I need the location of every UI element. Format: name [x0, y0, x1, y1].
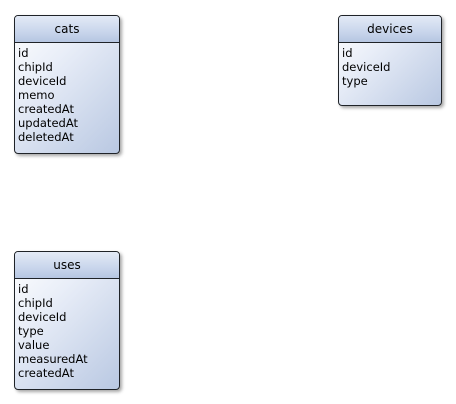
entity-field: deviceId [18, 74, 67, 88]
entity-field-list: id deviceId type [339, 43, 441, 88]
entity-field: id [342, 46, 353, 60]
entity-field: id [18, 46, 29, 60]
entity-devices[interactable]: devices id deviceId type [338, 15, 442, 106]
entity-field: deletedAt [18, 130, 74, 144]
entity-field: id [18, 282, 29, 296]
entity-field: deviceId [342, 60, 391, 74]
entity-field: memo [18, 88, 55, 102]
entity-cats[interactable]: cats id chipId deviceId memo createdAt u… [14, 15, 120, 154]
entity-field: createdAt [18, 366, 74, 380]
entity-uses[interactable]: uses id chipId deviceId type value measu… [14, 251, 120, 390]
entity-field: value [18, 338, 50, 352]
entity-field: updatedAt [18, 116, 78, 130]
entity-field-list: id chipId deviceId memo createdAt update… [15, 43, 119, 144]
entity-field: deviceId [18, 310, 67, 324]
entity-field: createdAt [18, 102, 74, 116]
entity-title: devices [339, 16, 441, 43]
entity-title: uses [15, 252, 119, 279]
entity-title: cats [15, 16, 119, 43]
entity-field: chipId [18, 296, 53, 310]
entity-field: type [342, 74, 368, 88]
entity-field: type [18, 324, 44, 338]
entity-field-list: id chipId deviceId type value measuredAt… [15, 279, 119, 380]
entity-field: chipId [18, 60, 53, 74]
entity-field: measuredAt [18, 352, 88, 366]
